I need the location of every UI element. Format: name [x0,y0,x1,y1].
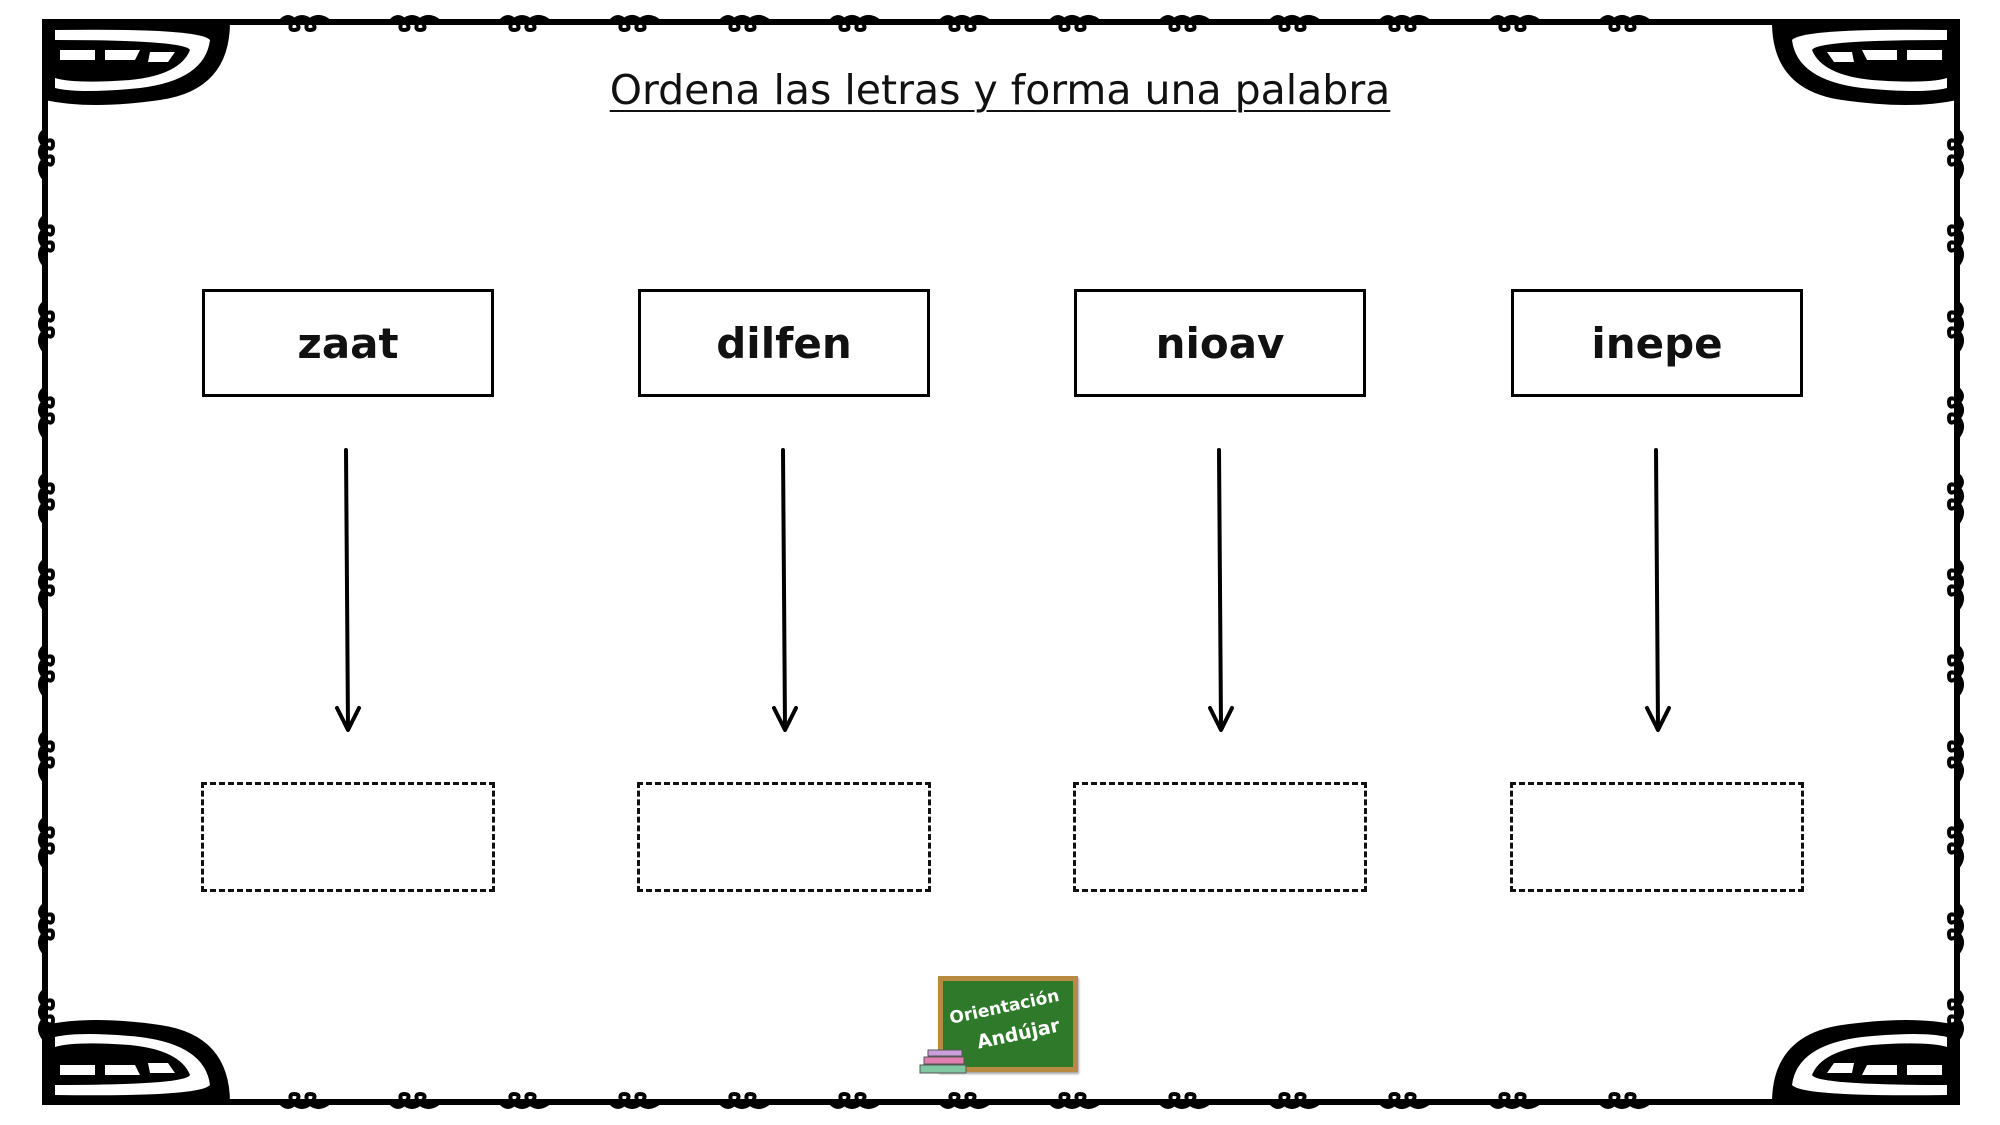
border-swirl [38,300,56,354]
border-swirl [498,1091,552,1109]
books-icon [919,1049,967,1074]
border-swirl [498,15,552,33]
border-swirl [38,128,56,182]
border-swirl [1048,1091,1102,1109]
border-swirl [608,1091,662,1109]
border-swirl [608,15,662,33]
border-swirl [38,730,56,784]
border-swirl [1268,1091,1322,1109]
border-swirl [1488,15,1542,33]
border-swirl [38,988,56,1042]
border-swirl [938,1091,992,1109]
border-swirl [718,1091,772,1109]
scrambled-word-box-3: nioav [1074,289,1366,397]
border-swirl [38,472,56,526]
border-swirl [1946,386,1964,440]
border-swirl [1598,1091,1652,1109]
border-swirl [388,1091,442,1109]
border-swirl [1378,15,1432,33]
worksheet-title-text: Ordena las letras y forma una palabra [609,66,1391,114]
border-swirl [38,386,56,440]
answer-box-3[interactable] [1073,782,1367,892]
answer-box-4[interactable] [1510,782,1804,892]
corner-ornament-top-right [1772,22,1957,105]
border-swirl [1488,1091,1542,1109]
border-swirl [1378,1091,1432,1109]
border-swirl [718,15,772,33]
border-swirl [1946,300,1964,354]
border-swirl [38,902,56,956]
border-swirl [38,816,56,870]
border-swirl [1158,15,1212,33]
border-swirl [1946,558,1964,612]
scrambled-word-box-2: dilfen [638,289,930,397]
border-swirl [1946,214,1964,268]
border-swirl [38,214,56,268]
border-swirl [278,1091,332,1109]
border-swirl [1946,816,1964,870]
border-swirl [1946,902,1964,956]
corner-ornament-bottom-left [45,1020,230,1103]
answer-box-1[interactable] [201,782,495,892]
scrambled-word-box-1: zaat [202,289,494,397]
border-swirl [1946,730,1964,784]
border-swirl [1946,644,1964,698]
border-swirl [1946,128,1964,182]
answer-box-2[interactable] [637,782,931,892]
scrambled-word-box-4: inepe [1511,289,1803,397]
corner-ornament-bottom-right [1772,1020,1957,1103]
border-swirl [828,1091,882,1109]
border-swirl [38,558,56,612]
border-swirl [938,15,992,33]
border-swirl [1048,15,1102,33]
border-swirl [828,15,882,33]
border-swirl [1946,472,1964,526]
border-swirl [1268,15,1322,33]
worksheet-title: Ordena las letras y forma una palabra [0,66,2000,114]
border-swirl [278,15,332,33]
border-swirl [1946,988,1964,1042]
border-swirl [1598,15,1652,33]
orientacion-andujar-logo: Orientación Andújar [918,972,1083,1077]
corner-ornament-top-left [45,22,230,105]
border-swirl [38,644,56,698]
border-swirl [1158,1091,1212,1109]
border-swirl [388,15,442,33]
